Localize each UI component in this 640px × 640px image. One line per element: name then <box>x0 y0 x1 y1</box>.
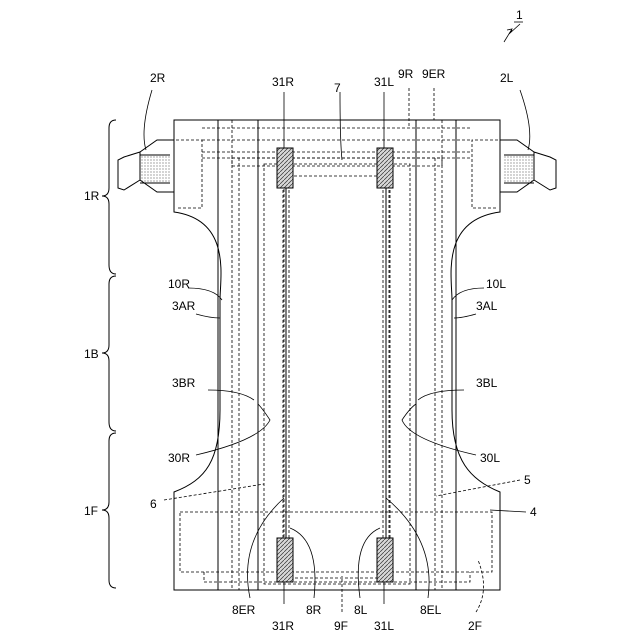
anchor-31R-top <box>277 148 293 188</box>
region-label-1R: 1R <box>84 189 100 203</box>
label-3BL: 3BL <box>476 376 498 390</box>
label-31L-bottom: 31L <box>374 619 394 633</box>
waist-band <box>202 128 472 158</box>
brace-middle <box>102 276 116 431</box>
label-9ER: 9ER <box>422 67 446 81</box>
tab-right-grip <box>140 155 170 183</box>
label-9F: 9F <box>334 619 348 633</box>
label-2R: 2R <box>150 71 166 85</box>
anchor-31R-bottom <box>277 538 293 582</box>
label-4: 4 <box>530 505 537 519</box>
tab-left-grip <box>504 155 534 183</box>
region-braces: 1R 1B 1F <box>84 120 116 588</box>
label-6: 6 <box>150 497 157 511</box>
figure-number: 1 <box>516 8 523 22</box>
label-3AR: 3AR <box>172 299 196 313</box>
fastening-tab-right <box>118 140 202 208</box>
label-3AL: 3AL <box>476 299 498 313</box>
diaper-outline <box>174 120 500 590</box>
label-8L: 8L <box>354 603 368 617</box>
absorbent-structure <box>180 120 492 590</box>
label-31R-bottom: 31R <box>272 619 294 633</box>
label-5: 5 <box>524 473 531 487</box>
label-7: 7 <box>334 81 341 95</box>
anchor-31L-top <box>377 148 393 188</box>
label-3BR: 3BR <box>172 376 196 390</box>
region-label-1F: 1F <box>84 504 98 518</box>
label-9R: 9R <box>398 67 414 81</box>
elastic-anchors <box>277 148 393 582</box>
label-8R: 8R <box>306 603 322 617</box>
label-30L: 30L <box>480 451 500 465</box>
label-10R: 10R <box>168 277 190 291</box>
figure-reference: 1 <box>504 8 523 42</box>
label-30R: 30R <box>168 451 190 465</box>
region-label-1B: 1B <box>84 347 99 361</box>
label-2F: 2F <box>468 619 482 633</box>
label-31L-top: 31L <box>374 75 394 89</box>
fastening-tab-left <box>472 140 556 208</box>
label-8ER: 8ER <box>232 603 256 617</box>
label-2L: 2L <box>500 71 514 85</box>
anchor-31L-bottom <box>377 538 393 582</box>
brace-front <box>102 433 116 588</box>
label-10L: 10L <box>486 277 506 291</box>
label-8EL: 8EL <box>420 603 442 617</box>
label-31R-top: 31R <box>272 75 294 89</box>
brace-rear <box>102 120 116 274</box>
leg-elastics <box>283 170 389 560</box>
